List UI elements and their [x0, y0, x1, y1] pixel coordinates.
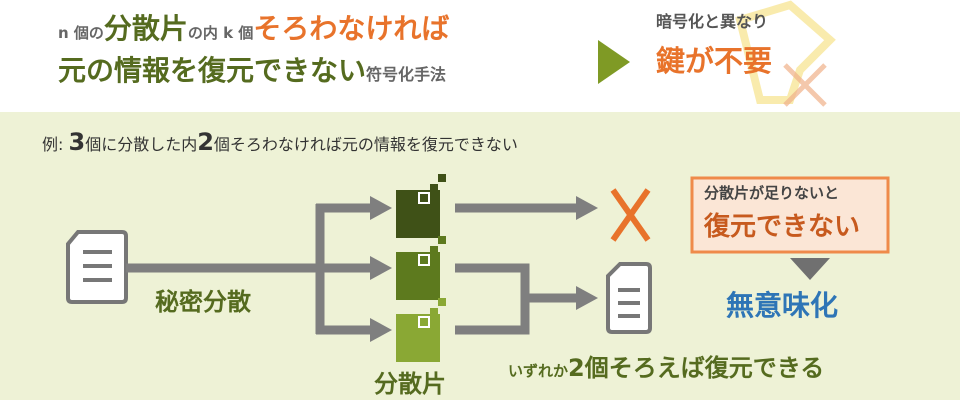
share-block-3: [396, 298, 446, 362]
example-caption: 例: 3個に分散した内2個そろわなければ元の情報を復元できない: [42, 128, 518, 156]
key-icon: [735, 0, 836, 104]
cross-faint-icon: [783, 63, 827, 107]
down-triangle-icon: [790, 258, 830, 280]
headline-line1: n 個の分散片の内 k 個そろわなければ: [58, 12, 450, 45]
secret-sharing-label: 秘密分散: [155, 288, 251, 316]
share-block-2: [396, 236, 446, 300]
split-arrows: [126, 196, 598, 342]
headline-line2: 元の情報を復元できない符号化手法: [58, 54, 447, 87]
no-key-subtitle: 暗号化と異なり: [656, 12, 769, 31]
meaningless-label: 無意味化: [726, 289, 839, 322]
restored-document-icon: [606, 262, 652, 334]
share-block-1: [396, 174, 446, 238]
fail-box-line2: 復元できない: [704, 212, 861, 242]
right-triangle-icon: [598, 40, 630, 84]
fail-x-icon: [610, 188, 651, 242]
no-key-title: 鍵が不要: [656, 44, 773, 78]
fail-box-line1: 分散片が足りないと: [704, 184, 840, 202]
example-panel: [0, 112, 960, 400]
success-label: いずれか2個そろえば復元できる: [508, 354, 825, 382]
document-icon: [66, 230, 128, 304]
shares-label: 分散片: [374, 370, 446, 398]
headline-shares: 分散片: [103, 12, 188, 45]
fail-box: [690, 176, 890, 254]
